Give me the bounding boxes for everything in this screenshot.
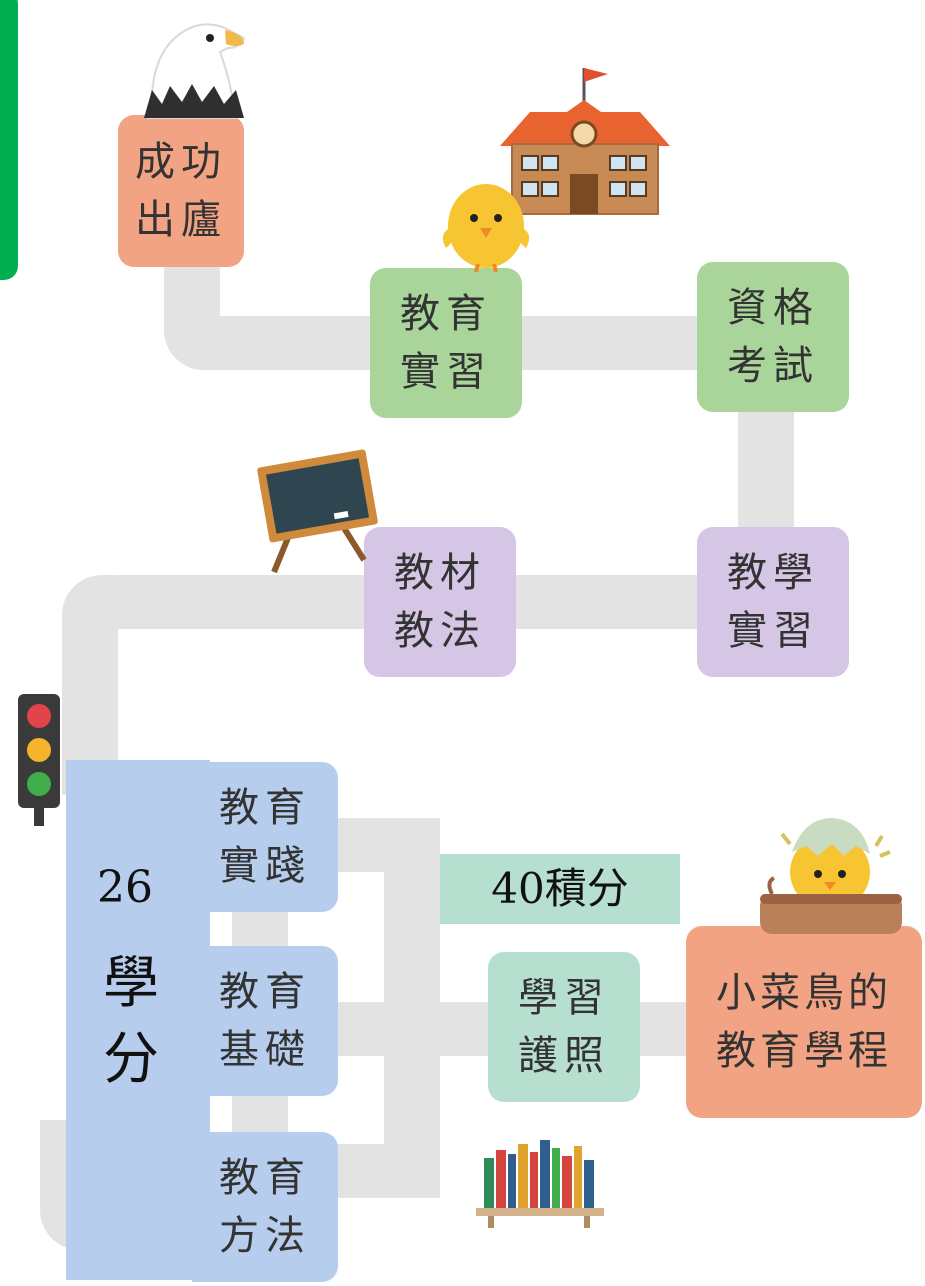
node-edu-method: 教育 方法 [192,1132,338,1282]
credits-char-1: 學 [103,951,159,1016]
node-success: 成功 出廬 [118,115,244,267]
credits-char-2: 分 [103,1027,159,1092]
node-program: 小菜鳥的 教育學程 [686,926,922,1118]
green-side-tab [0,0,18,280]
node-edu-method-line1: 教育 [219,1155,311,1201]
hatching-chick-icon [760,818,902,934]
node-exam-line1: 資格 [727,285,819,331]
node-edu-practice-line2: 實踐 [219,843,311,889]
node-edu-foundation-line1: 教育 [219,969,311,1015]
school-icon [500,68,670,215]
node-passport: 學習 護照 [488,952,640,1102]
node-practicum-line1: 教育 [400,291,492,337]
points-label: 40積分 [440,854,680,924]
node-passport-line1: 學習 [518,975,610,1021]
node-teaching-practice-line1: 教學 [727,550,819,596]
node-practicum: 教育 實習 [370,268,522,418]
node-edu-foundation: 教育 基礎 [192,946,338,1096]
node-success-line2: 出廬 [135,197,227,243]
credits-number: 26 [97,862,153,913]
node-exam: 資格 考試 [697,262,849,412]
node-passport-line2: 護照 [518,1033,610,1079]
traffic-light-icon [18,694,60,826]
node-edu-foundation-line2: 基礎 [219,1027,311,1073]
node-edu-method-line2: 方法 [219,1213,311,1259]
node-program-line2: 教育學程 [716,1028,892,1074]
node-materials-line1: 教材 [394,550,486,596]
bookshelf-icon [476,1140,604,1228]
node-edu-practice-line1: 教育 [219,785,311,831]
node-materials: 教材 教法 [364,527,516,677]
node-teaching-practice-line2: 實習 [727,608,819,654]
chick-icon [442,184,530,273]
node-teaching-practice: 教學 實習 [697,527,849,677]
node-practicum-line2: 實習 [400,349,492,395]
node-success-line1: 成功 [135,139,227,185]
node-materials-line2: 教法 [394,608,486,654]
node-exam-line2: 考試 [727,343,819,389]
node-edu-practice: 教育 實踐 [192,762,338,912]
credits-block [66,760,200,1280]
node-program-line1: 小菜鳥的 [716,970,892,1016]
eagle-icon [144,23,246,119]
blackboard-icon [257,449,378,574]
